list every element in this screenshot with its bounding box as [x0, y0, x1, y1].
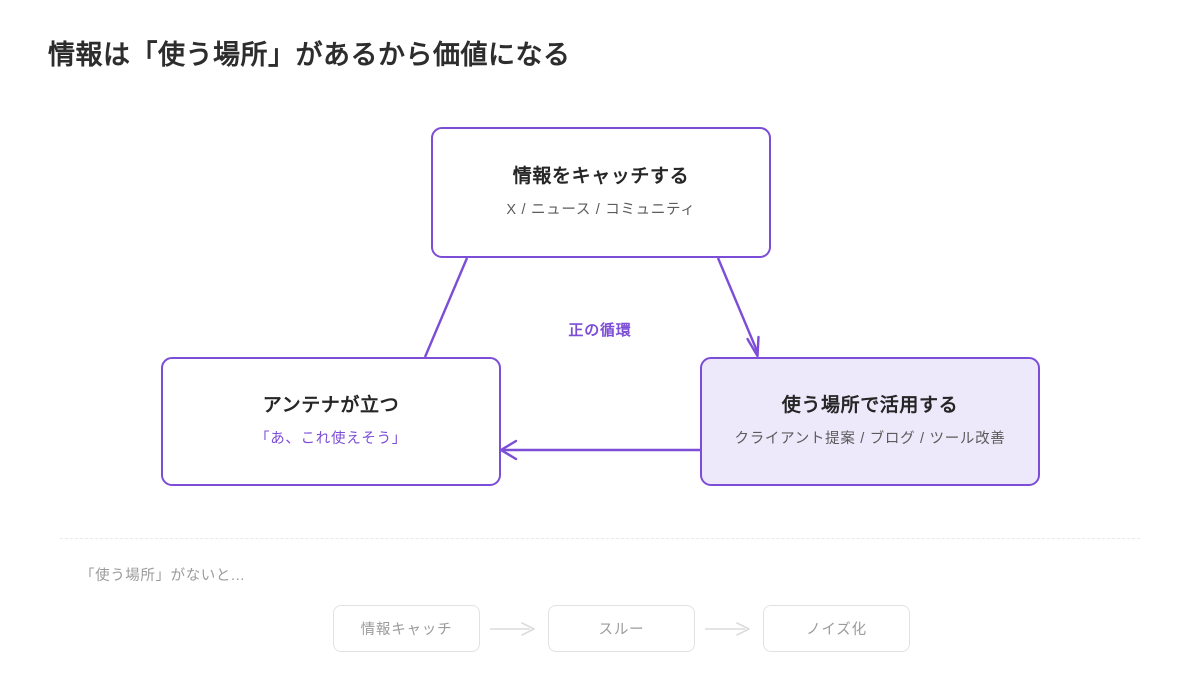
node-subtitle: 「あ、これ使えそう」 — [255, 430, 407, 447]
edge-antenna-to-catch — [423, 257, 469, 358]
node-antenna-raised[interactable]: アンテナが立つ 「あ、これ使えそう」 — [161, 357, 501, 486]
node-catch-information[interactable]: 情報をキャッチする X / ニュース / コミュニティ — [431, 127, 771, 258]
arrowhead-catch-to-use — [746, 335, 760, 358]
node-use-in-practice[interactable]: 使う場所で活用する クライアント提案 / ブログ / ツール改善 — [700, 357, 1040, 486]
failure-step-2[interactable]: スルー — [548, 605, 695, 652]
cycle-label: 正の循環 — [568, 322, 632, 339]
node-subtitle: X / ニュース / コミュニティ — [506, 201, 696, 218]
failure-arrow-2 — [705, 621, 750, 636]
failure-arrow-1 — [490, 621, 535, 636]
arrowhead-use-to-antenna — [499, 439, 518, 461]
page-title: 情報は「使う場所」があるから価値になる — [48, 40, 571, 70]
failure-step-3[interactable]: ノイズ化 — [763, 605, 910, 652]
node-title: 情報をキャッチする — [512, 166, 690, 188]
failure-caption: 「使う場所」がないと... — [80, 568, 245, 584]
edge-catch-to-use — [716, 257, 759, 352]
node-title: 使う場所で活用する — [781, 395, 959, 417]
failure-flow: 情報キャッチ スルー ノイズ化 — [333, 605, 910, 652]
failure-step-1[interactable]: 情報キャッチ — [333, 605, 480, 652]
section-divider — [60, 538, 1140, 539]
node-title: アンテナが立つ — [262, 395, 400, 417]
node-subtitle: クライアント提案 / ブログ / ツール改善 — [734, 430, 1006, 447]
